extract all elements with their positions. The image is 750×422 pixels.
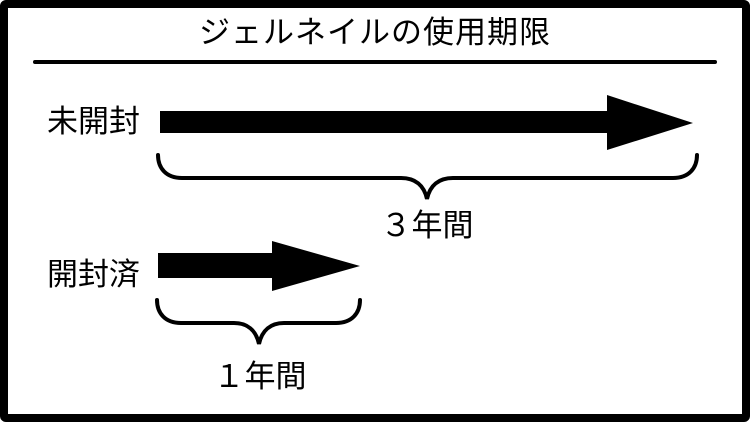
unopened-arrow <box>160 95 693 150</box>
opened-arrow <box>158 241 360 291</box>
row-label-unopened: 未開封 <box>47 104 140 139</box>
diagram-title: ジェルネイルの使用期限 <box>199 15 551 50</box>
opened-brace <box>155 298 362 345</box>
unopened-brace <box>156 153 699 200</box>
title-underline <box>33 60 717 64</box>
row-label-opened: 開封済 <box>47 257 140 292</box>
opened-duration-label: １年間 <box>213 359 307 394</box>
unopened-duration-label: ３年間 <box>380 208 474 243</box>
